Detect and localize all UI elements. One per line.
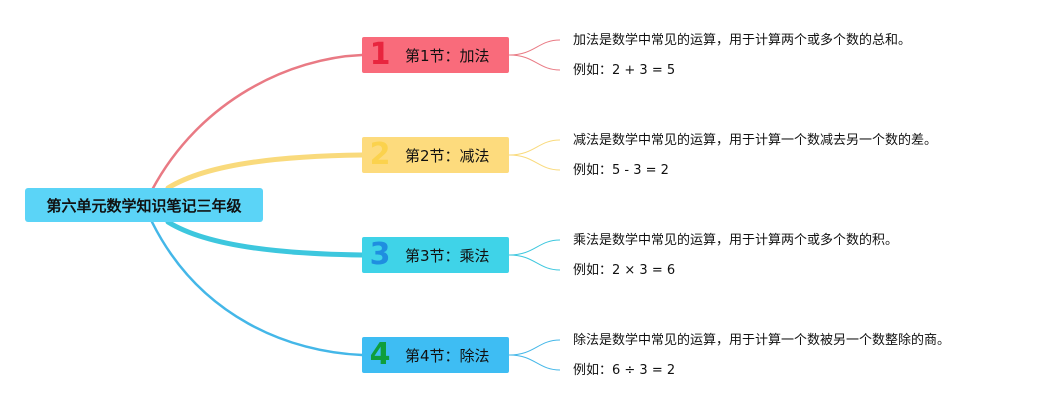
leaf-connectors-4 bbox=[508, 339, 561, 371]
branch-line-2 bbox=[165, 152, 365, 191]
number-3-icon: 3 bbox=[369, 237, 391, 272]
section-4-example[interactable]: 例如：6 ÷ 3 = 2 bbox=[573, 363, 676, 378]
number-4-icon: 4 bbox=[369, 337, 391, 372]
section-3-description[interactable]: 乘法是数学中常见的运算，用于计算两个或多个数的积。 bbox=[573, 233, 899, 248]
section-4-description[interactable]: 除法是数学中常见的运算，用于计算一个数被另一个数整除的商。 bbox=[573, 333, 951, 348]
section-2-description[interactable]: 减法是数学中常见的运算，用于计算一个数减去另一个数的差。 bbox=[573, 133, 938, 148]
section-title-1: 第1节：加法 bbox=[405, 46, 490, 65]
section-1-description[interactable]: 加法是数学中常见的运算，用于计算两个或多个数的总和。 bbox=[573, 33, 912, 48]
section-topic-2[interactable]: 2 第2节：减法 bbox=[362, 137, 509, 173]
root-topic[interactable]: 第六单元数学知识笔记三年级 bbox=[25, 188, 263, 222]
number-2-icon: 2 bbox=[369, 137, 391, 172]
section-2-example[interactable]: 例如：5 - 3 = 2 bbox=[573, 163, 669, 178]
number-1-icon: 1 bbox=[369, 37, 391, 72]
branch-line-3 bbox=[165, 219, 365, 258]
section-title-2: 第2节：减法 bbox=[405, 146, 490, 165]
leaf-connectors-3 bbox=[508, 239, 561, 271]
leaf-connectors-1 bbox=[508, 39, 561, 71]
branch-line-4 bbox=[150, 220, 364, 357]
section-title-4: 第4节：除法 bbox=[405, 346, 490, 365]
root-topic-label: 第六单元数学知识笔记三年级 bbox=[46, 196, 242, 215]
section-topic-4[interactable]: 4 第4节：除法 bbox=[362, 337, 509, 373]
section-1-example[interactable]: 例如：2 + 3 = 5 bbox=[573, 63, 676, 78]
section-topic-3[interactable]: 3 第3节：乘法 bbox=[362, 237, 509, 273]
leaf-connectors-2 bbox=[508, 139, 561, 171]
section-3-example[interactable]: 例如：2 × 3 = 6 bbox=[573, 263, 676, 278]
branch-line-1 bbox=[150, 53, 364, 192]
section-topic-1[interactable]: 1 第1节：加法 bbox=[362, 37, 509, 73]
section-title-3: 第3节：乘法 bbox=[405, 246, 490, 265]
